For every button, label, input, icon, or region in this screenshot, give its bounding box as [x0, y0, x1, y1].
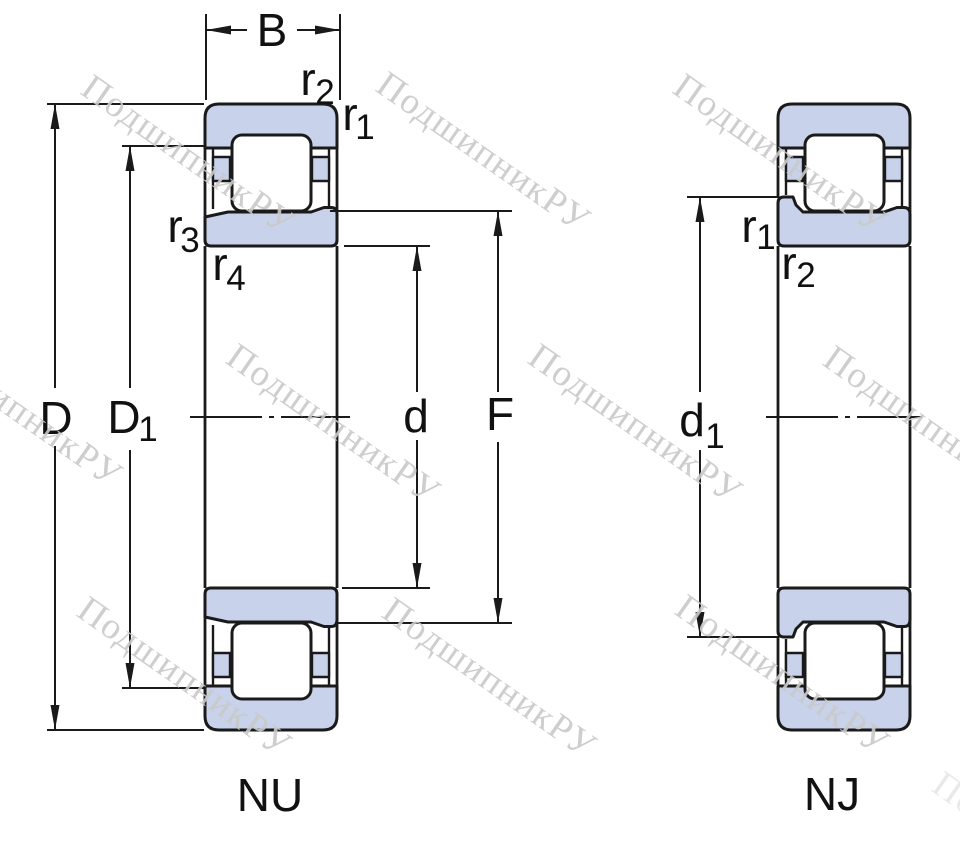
nj-cage-bar [883, 155, 904, 183]
watermarks: ПодшипникРУ ПодшипникРУ ПодшипникРУ Подш… [0, 64, 960, 850]
dim-label-r3: r [167, 200, 182, 252]
dim-label-D1-sub: 1 [138, 410, 157, 449]
dim-label-r3-sub: 3 [180, 221, 199, 260]
view-label-nj: NJ [804, 768, 860, 820]
dim-B: B [205, 4, 341, 100]
dim-label-r2-sub: 2 [315, 73, 334, 112]
watermark-text: ПодшипникРУ [925, 764, 960, 850]
watermark-text: ПодшипникРУ [369, 64, 598, 242]
dim-label-d1-sub: 1 [705, 417, 724, 456]
dim-label-r1: r [342, 88, 357, 140]
view-label-nu: NU [237, 769, 303, 821]
nj-cage-bar [784, 155, 805, 183]
dim-F: F [330, 210, 514, 624]
dim-label-d1: d [679, 394, 705, 446]
dim-label-D1: D [107, 391, 140, 443]
dim-label-r2: r [300, 53, 315, 105]
dim-label-F: F [486, 388, 514, 440]
nu-inner-ring-top [203, 206, 339, 248]
dim-D: D [39, 103, 204, 731]
dim-label-nj-r2-sub: 2 [796, 256, 815, 295]
dim-label-D: D [39, 392, 72, 444]
nj-view [766, 102, 922, 732]
dim-D1: D 1 [107, 145, 204, 689]
nu-roller-bottom [230, 621, 313, 701]
dim-label-r4-sub: 4 [226, 259, 245, 298]
dim-label-nj-r1-sub: 1 [756, 218, 775, 257]
dim-d: d [342, 245, 430, 589]
nu-inner-ring-bottom [203, 586, 339, 628]
dim-label-r4: r [212, 238, 227, 290]
dim-label-r1-sub: 1 [355, 108, 374, 147]
nj-dimensions: d 1 r 1 r 2 NJ [679, 196, 860, 820]
nu-view [190, 102, 350, 732]
watermark-text: ПодшипникРУ [816, 338, 960, 516]
nu-cage-bar [310, 651, 331, 679]
dim-label-nj-r1: r [741, 200, 756, 252]
nj-cage-bar [784, 651, 805, 679]
nu-dimensions: B D D 1 d [39, 4, 514, 821]
dim-label-nj-r2: r [781, 237, 796, 289]
nu-cage-bar [310, 155, 331, 183]
nu-cage-bar [211, 651, 232, 679]
nu-cage-bar [211, 155, 232, 183]
dim-label-B: B [257, 4, 288, 56]
dim-label-d: d [403, 390, 429, 442]
dim-d1: d 1 [679, 196, 777, 638]
nj-inner-ring-top [776, 195, 912, 248]
watermark-text: ПодшипникРУ [375, 590, 604, 768]
nj-inner-ring-bottom [776, 586, 912, 639]
nj-cage-bar [883, 651, 904, 679]
